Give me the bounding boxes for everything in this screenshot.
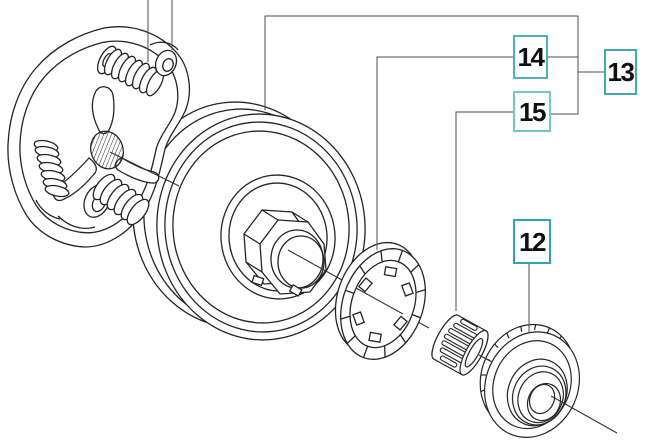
- sprocket-splines: [352, 265, 414, 343]
- drive-flange-drawing: [479, 323, 581, 439]
- callout-box-13[interactable]: 13: [604, 49, 637, 95]
- callout-label-14: 14: [517, 42, 545, 72]
- leader-bracket-13: [264, 15, 579, 115]
- callout-leader-lines: [147, 0, 604, 332]
- drum-hub-boss: [243, 209, 327, 297]
- callout-box-15[interactable]: 15: [513, 91, 551, 132]
- callout-box-12[interactable]: 12: [513, 219, 551, 264]
- bearing-rollers: [439, 318, 478, 368]
- rim-sprocket-drawing: [334, 241, 426, 360]
- assembly-axis-line: [109, 151, 618, 434]
- leader-14-left: [376, 56, 513, 250]
- clutch-drum-drawing: [132, 101, 366, 341]
- clutch-washer: [149, 41, 179, 77]
- clutch-spring-left: [33, 139, 70, 198]
- clutch-spring-top: [96, 45, 165, 97]
- clutch-spring-bottom: [83, 173, 150, 226]
- clutch-center-bore: [90, 130, 124, 170]
- callout-box-14[interactable]: 14: [513, 35, 548, 79]
- callout-label-13: 13: [607, 57, 635, 87]
- callout-label-12: 12: [519, 226, 546, 257]
- clutch-assembly-drawing: [7, 26, 190, 248]
- callout-label-15: 15: [519, 96, 546, 127]
- sprocket-teeth: [340, 250, 426, 358]
- leader-15-left: [455, 111, 513, 311]
- needle-bearing-drawing: [431, 314, 489, 376]
